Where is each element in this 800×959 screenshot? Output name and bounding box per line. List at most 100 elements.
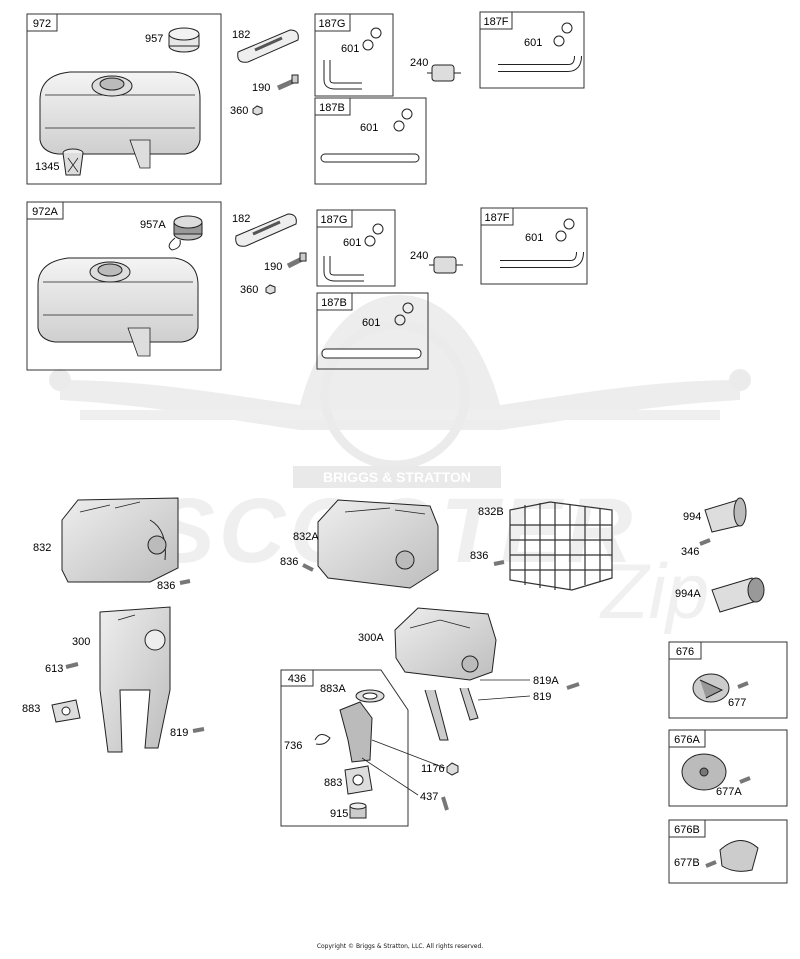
callout-677: 677: [728, 697, 746, 709]
callout-240-b: 240: [410, 250, 428, 262]
deflector: [719, 840, 759, 872]
callout-819-b: 819: [533, 691, 551, 703]
callout-736: 736: [284, 740, 302, 752]
frame-676: [668, 641, 788, 719]
watermark-emblem: [320, 320, 470, 470]
callout-601-f: 601: [362, 317, 380, 329]
watermark-badge-text: BRIGGS & STRATTON: [323, 469, 471, 485]
callout-957A: 957A: [140, 219, 166, 231]
fuel-tank: [37, 257, 199, 357]
screw-677A: [739, 776, 751, 784]
callout-994: 994: [683, 511, 701, 523]
callout-677B: 677B: [674, 857, 700, 869]
box-label-187B-2: 187B: [321, 297, 347, 309]
bolt-190: [276, 74, 299, 91]
fuel-line-straight: [321, 348, 422, 359]
screw-613: [65, 662, 79, 669]
gasket-883-b: [344, 765, 373, 795]
callout-601-a: 601: [341, 43, 359, 55]
bolt-190: [286, 252, 307, 269]
callout-832B: 832B: [478, 506, 504, 518]
callout-819A: 819A: [533, 675, 559, 687]
callout-836-c: 836: [470, 550, 488, 562]
callout-1345: 1345: [35, 161, 59, 173]
callout-601-d: 601: [343, 237, 361, 249]
callout-190-b: 190: [264, 261, 282, 273]
callout-360: 360: [230, 105, 248, 117]
muffler-guard-832: [61, 497, 179, 583]
group-676: 676 677: [668, 641, 788, 719]
callout-613: 613: [45, 663, 63, 675]
frame-187B: [314, 97, 427, 185]
box-label-972A: 972A: [32, 206, 58, 218]
callout-883-b: 883: [324, 777, 342, 789]
callout-836-a: 836: [157, 580, 175, 592]
frame-972: [26, 13, 222, 185]
fuel-filter-240: [429, 256, 463, 274]
group-187F: 187F 601: [479, 11, 585, 89]
copyright-notice: Copyright © Briggs & Stratton, LLC. All …: [316, 943, 484, 950]
screw-346: [699, 538, 711, 546]
screw-836: [302, 563, 314, 572]
fuel-line-elbow: [323, 60, 362, 90]
box-label-676A: 676A: [674, 734, 700, 746]
screw-677: [737, 681, 749, 689]
callout-437: 437: [420, 791, 438, 803]
callout-832: 832: [33, 542, 51, 554]
callout-182-b: 182: [232, 213, 250, 225]
frame-187G: [314, 13, 394, 97]
callout-346: 346: [681, 546, 699, 558]
callout-677A: 677A: [716, 786, 742, 798]
gasket-883: [51, 699, 81, 723]
box-label-676: 676: [676, 646, 694, 658]
callout-915: 915: [330, 808, 348, 820]
hardware-row-2: 182 190 360: [232, 213, 307, 296]
clamp-601: [555, 218, 575, 242]
group-187G: 187G 601: [314, 13, 394, 97]
hardware-row-1: 182 190 360: [230, 29, 299, 117]
watermark-script: Zip: [599, 547, 709, 635]
box-label-436: 436: [288, 673, 306, 685]
group-187G-2: 187G 601: [316, 209, 396, 287]
fuel-cap-957: [168, 27, 200, 53]
frame-187F: [479, 11, 585, 89]
callout-300: 300: [72, 636, 90, 648]
gasket-883A: [355, 689, 385, 703]
callout-182: 182: [232, 29, 250, 41]
callout-190: 190: [252, 82, 270, 94]
fuel-line-elbow: [324, 256, 364, 281]
nut-360: [252, 105, 263, 116]
screw-677B: [705, 860, 717, 868]
callout-883A: 883A: [320, 683, 346, 695]
box-label-187G-2: 187G: [321, 214, 348, 226]
box-label-187F: 187F: [483, 16, 508, 28]
spark-arrestor-994: [704, 497, 747, 533]
group-187B-2: 187B 601: [316, 292, 429, 370]
callout-300A: 300A: [358, 632, 384, 644]
group-972A: 972A 957A: [26, 201, 222, 371]
screw-836: [179, 579, 191, 585]
group-187F-2: 187F 601: [480, 207, 588, 285]
callout-601-e: 601: [525, 232, 543, 244]
clamp-601: [362, 27, 382, 51]
callout-883: 883: [22, 703, 40, 715]
fitting-915: [349, 802, 367, 819]
group-676B: 676B 677B: [668, 819, 788, 884]
frame-972A: [26, 201, 222, 371]
frame-187G-2: [316, 209, 396, 287]
box-label-187B: 187B: [319, 102, 345, 114]
callout-836-b: 836: [280, 556, 298, 568]
box-label-187G: 187G: [319, 18, 346, 30]
vented-cap-957A: [168, 215, 203, 251]
callout-994A: 994A: [675, 588, 701, 600]
box-label-187F-2: 187F: [484, 212, 509, 224]
gasket-182: [235, 213, 297, 247]
callout-957: 957: [145, 33, 163, 45]
screw-819: [192, 727, 205, 733]
callout-832A: 832A: [293, 531, 319, 543]
callout-601-b: 601: [524, 37, 542, 49]
group-676A: 676A 677A: [668, 729, 788, 807]
muffler-300A: [394, 607, 497, 741]
screw-836: [493, 560, 505, 566]
box-label-676B: 676B: [674, 824, 700, 836]
